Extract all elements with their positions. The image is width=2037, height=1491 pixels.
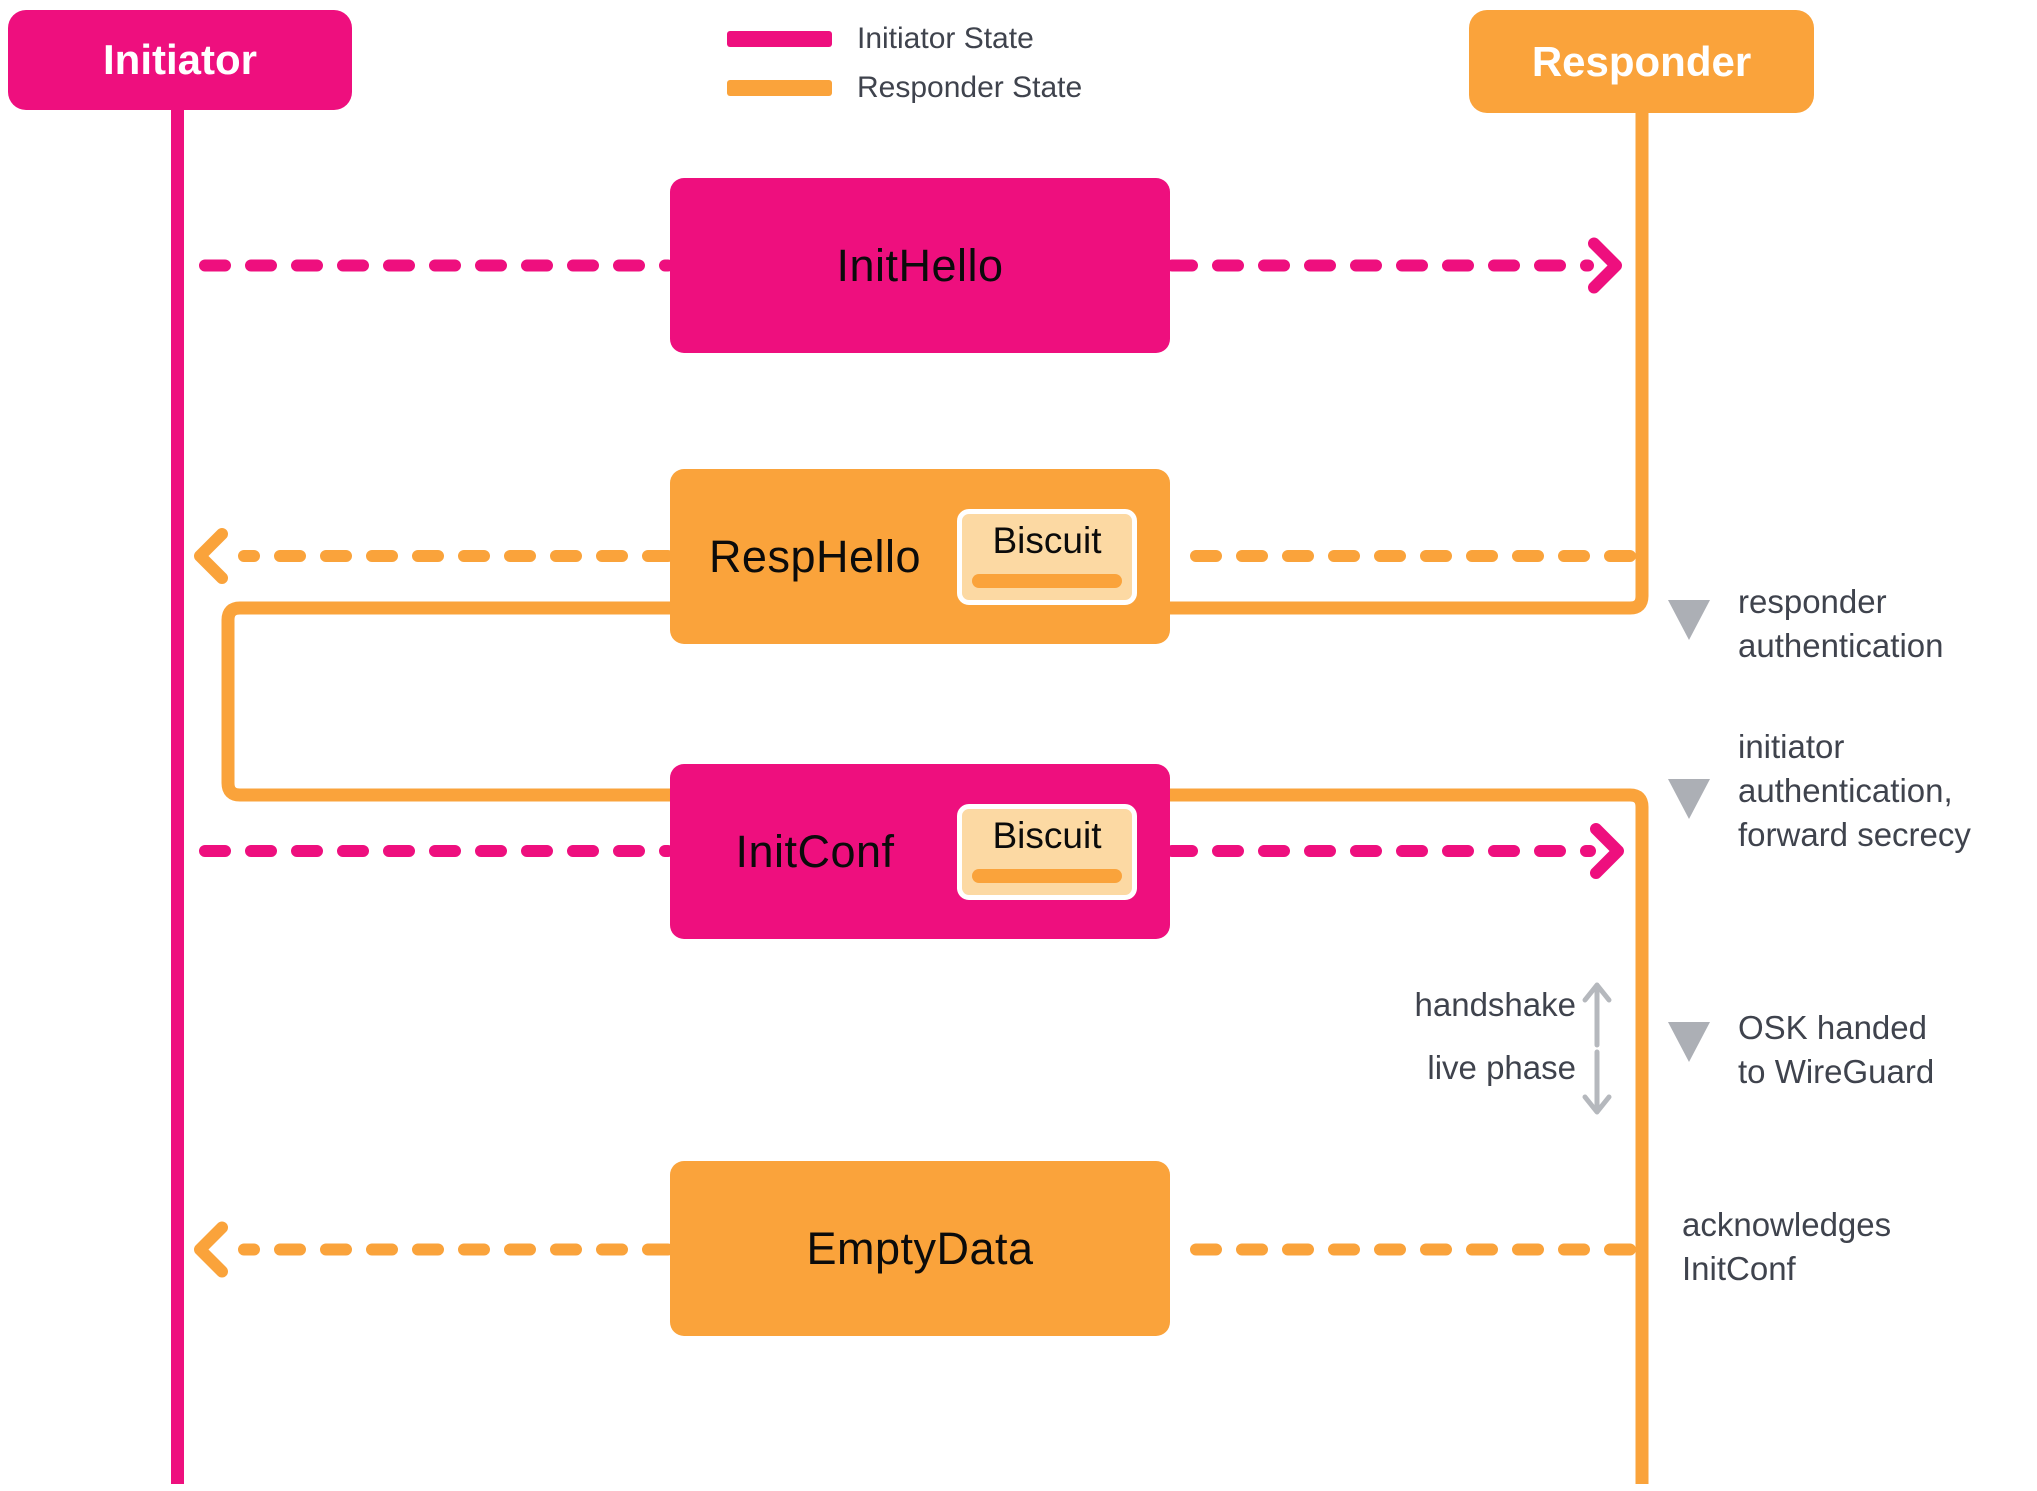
message-box-inithello: InitHello — [670, 178, 1170, 353]
message-box-resphello: RespHello Biscuit — [670, 469, 1170, 644]
initiator-auth-triangle-icon — [1668, 779, 1710, 819]
inithello-arrowhead-icon — [1588, 237, 1622, 294]
legend: Initiator State Responder State — [727, 22, 1082, 125]
annotation-line: authentication — [1738, 627, 1944, 664]
annotation-line: initiator — [1738, 728, 1845, 765]
initconf-arrowhead-icon — [1590, 823, 1624, 879]
annotation-line: acknowledges — [1682, 1206, 1892, 1243]
annotation-line: to WireGuard — [1738, 1053, 1935, 1090]
annotation-acknowledges-initconf: acknowledges InitConf — [1682, 1203, 1891, 1291]
resphello-biscuit-bar — [972, 574, 1122, 588]
emptydata-arrowhead-icon — [194, 1221, 228, 1278]
live-phase-down-arrowhead-icon — [1582, 1094, 1612, 1115]
responder-state-swatch — [727, 80, 832, 96]
annotation-line: authentication, — [1738, 772, 1953, 809]
responder-state-label: Responder State — [857, 71, 1083, 104]
handshake-up-arrowhead-icon — [1582, 982, 1612, 1003]
initiator-state-label: Initiator State — [857, 22, 1034, 55]
annotation-initiator-authentication: initiator authentication, forward secrec… — [1738, 725, 1971, 857]
resphello-label: RespHello — [708, 530, 922, 582]
initconf-biscuit-bar — [972, 869, 1122, 883]
annotation-responder-authentication: responder authentication — [1738, 580, 1944, 668]
message-box-initconf: InitConf Biscuit — [670, 764, 1170, 939]
responder-auth-triangle-icon — [1668, 600, 1710, 640]
responder-actor-label: Responder — [1531, 37, 1752, 85]
annotation-line: forward secrecy — [1738, 816, 1971, 853]
legend-item-initiator-state: Initiator State — [727, 22, 1082, 55]
initiator-actor-label: Initiator — [103, 36, 257, 83]
resphello-biscuit-label: Biscuit — [992, 520, 1102, 561]
annotation-line: OSK handed — [1738, 1009, 1927, 1046]
resphello-arrowhead-icon — [194, 528, 228, 584]
inithello-label: InitHello — [836, 239, 1004, 291]
initconf-label: InitConf — [735, 825, 895, 877]
responder-actor-box: Responder — [1469, 10, 1814, 113]
annotation-osk-handed-to-wireguard: OSK handed to WireGuard — [1738, 1006, 1934, 1094]
message-box-emptydata: EmptyData — [670, 1161, 1170, 1336]
legend-item-responder-state: Responder State — [727, 71, 1082, 104]
initconf-biscuit-box: Biscuit — [957, 804, 1137, 900]
initconf-biscuit-label: Biscuit — [992, 815, 1102, 856]
initiator-state-swatch — [727, 31, 832, 47]
initiator-actor-box: Initiator — [8, 10, 352, 110]
live-phase-label: live phase — [1427, 1049, 1576, 1086]
annotation-line: InitConf — [1682, 1250, 1796, 1287]
resphello-biscuit-box: Biscuit — [957, 509, 1137, 605]
responder-state-line — [221, 110, 1649, 1484]
emptydata-label: EmptyData — [806, 1222, 1034, 1274]
annotation-line: responder — [1738, 583, 1887, 620]
handshake-phase-label: handshake — [1414, 986, 1576, 1023]
osk-triangle-icon — [1668, 1022, 1710, 1062]
